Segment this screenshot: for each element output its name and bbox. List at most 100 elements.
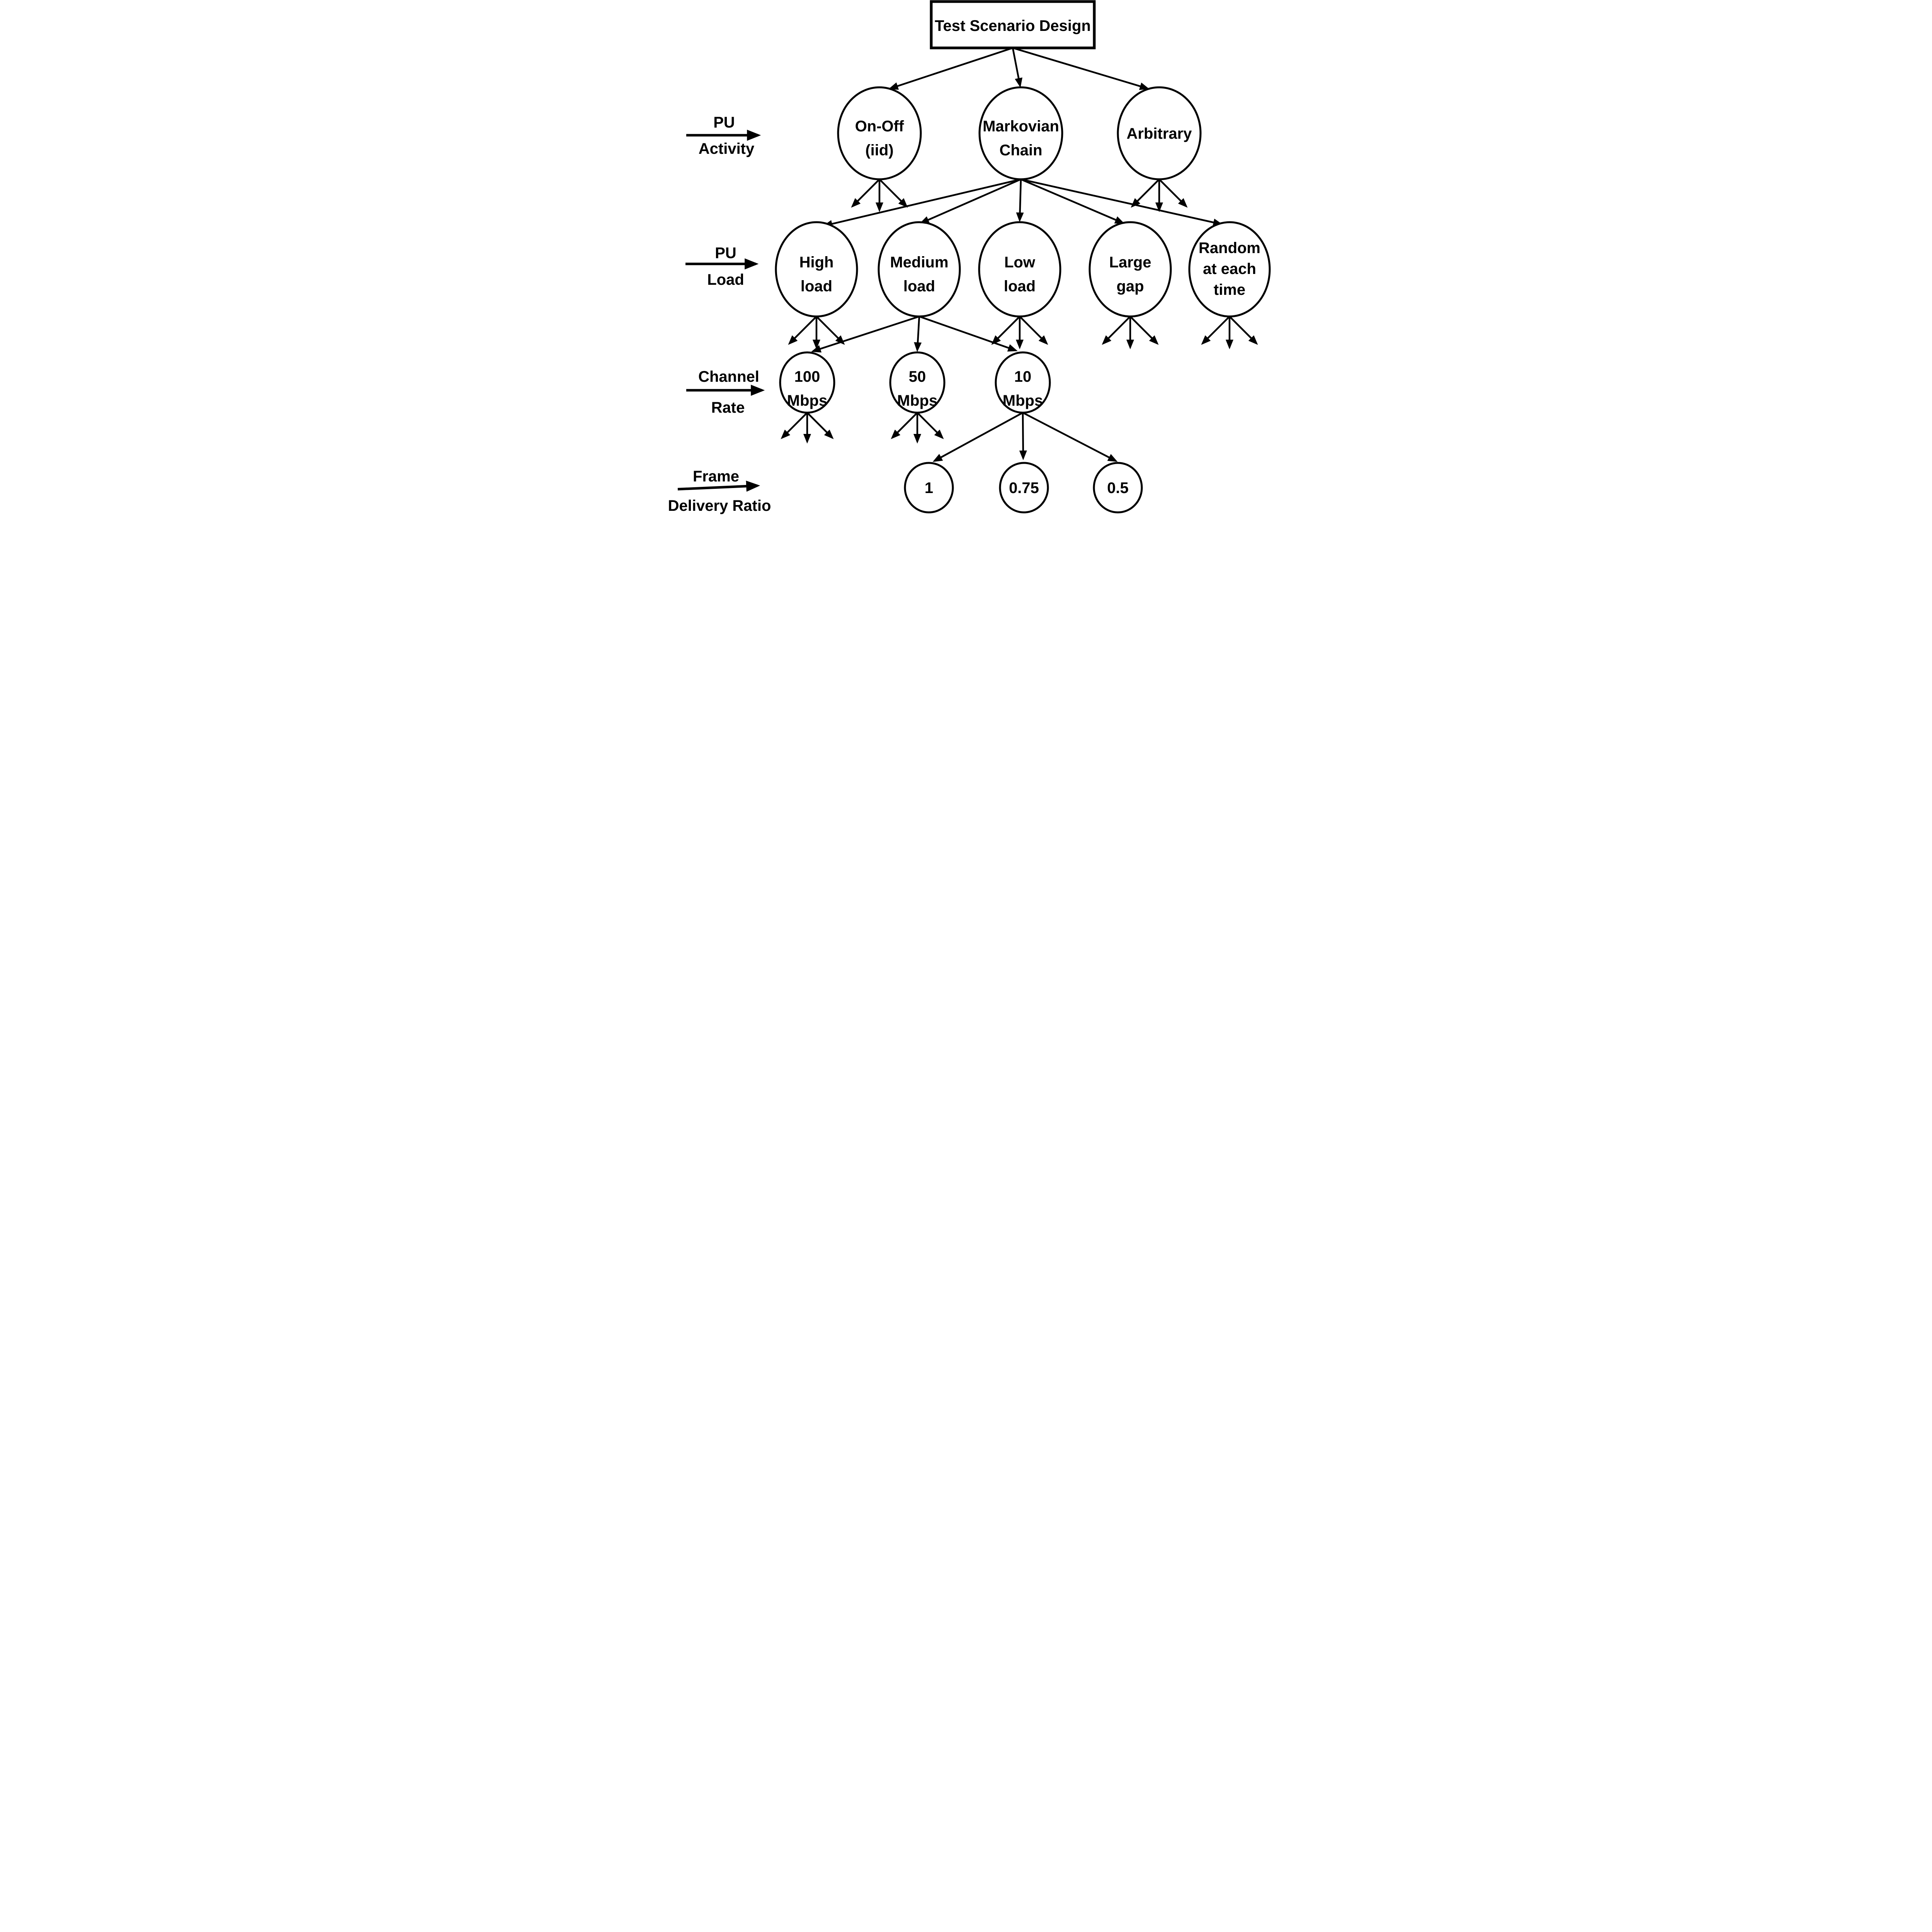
fdr-arrow-icon xyxy=(677,480,760,492)
markovian-line2: Chain xyxy=(999,142,1042,159)
large-gap-line2: gap xyxy=(1116,278,1144,295)
node-fdr-05: 0.5 xyxy=(1093,462,1143,514)
node-fdr-075: 0.75 xyxy=(999,462,1049,514)
level-label-pu-activity: PU Activity xyxy=(686,114,761,157)
fan-arrow xyxy=(1101,316,1131,345)
arbitrary-line1: Arbitrary xyxy=(1126,125,1192,142)
fdr-05-line1: 0.5 xyxy=(1107,480,1129,497)
node-fdr-1: 1 xyxy=(904,462,954,514)
random-line1: Random xyxy=(1199,240,1260,257)
pu-activity-line2: Activity xyxy=(698,140,754,157)
node-markovian-chain: Markovian Chain xyxy=(978,86,1063,180)
edge-markovian-to-random xyxy=(1020,178,1223,226)
fan-arrows-low-load xyxy=(991,316,1048,349)
edges-markovian-to-level2 xyxy=(822,178,1223,228)
pu-load-line1: PU xyxy=(715,245,736,262)
fan-arrows-large-gap xyxy=(1101,316,1159,349)
edge-medium-to-50mbps xyxy=(913,316,922,352)
pu-activity-line1: PU xyxy=(713,114,735,131)
fdr-05-circle xyxy=(1093,462,1143,514)
edges-medium-to-level3 xyxy=(811,315,1018,353)
fan-arrow xyxy=(1201,316,1230,345)
edges-root-to-level1 xyxy=(888,47,1150,90)
node-50-mbps: 50 Mbps xyxy=(889,351,945,414)
low-load-line2: load xyxy=(1003,278,1035,295)
medium-load-line1: Medium xyxy=(890,254,948,271)
fan-arrows-on-off xyxy=(850,179,908,212)
edge-root-to-on-off xyxy=(888,47,1013,90)
100-mbps-line2: Mbps xyxy=(787,392,827,409)
fan-arrow xyxy=(991,316,1020,345)
fan-arrow xyxy=(890,412,918,439)
channel-rate-line2: Rate xyxy=(711,399,745,416)
random-line2: at each xyxy=(1203,260,1256,277)
fan-arrows-100-mbps xyxy=(780,412,834,444)
fan-arrows-high-load xyxy=(787,316,845,349)
fan-arrow xyxy=(1129,316,1159,345)
edge-markovian-to-low-load xyxy=(1016,179,1024,222)
medium-load-line2: load xyxy=(903,278,935,295)
edge-root-to-arbitrary xyxy=(1012,47,1150,90)
50-mbps-line1: 50 xyxy=(908,368,926,385)
fan-arrow xyxy=(1228,316,1258,345)
root-title: Test Scenario Design xyxy=(935,17,1091,34)
edge-medium-to-100mbps xyxy=(811,315,920,353)
node-medium-load: Medium load xyxy=(878,221,961,318)
level-label-channel-rate: Channel Rate xyxy=(686,368,765,416)
random-line3: time xyxy=(1213,281,1245,298)
fan-arrows-random xyxy=(1201,316,1258,349)
high-load-line1: High xyxy=(799,254,833,271)
50-mbps-line2: Mbps xyxy=(897,392,937,409)
markovian-line1: Markovian xyxy=(983,118,1059,135)
node-on-off: On-Off (iid) xyxy=(837,86,922,180)
on-off-line2: (iid) xyxy=(865,142,893,159)
edge-medium-to-10mbps xyxy=(918,315,1018,352)
low-load-line1: Low xyxy=(1004,254,1036,271)
fdr-075-circle xyxy=(999,462,1049,514)
fan-arrow xyxy=(815,316,845,345)
fan-arrow xyxy=(1158,179,1188,208)
large-gap-line1: Large xyxy=(1109,254,1151,271)
node-10-mbps: 10 Mbps xyxy=(995,351,1051,414)
fan-arrow xyxy=(916,412,944,439)
fdr-1-circle xyxy=(904,462,954,514)
edge-10mbps-to-fdr-1 xyxy=(932,412,1023,462)
node-random-at-each-time: Random at each time xyxy=(1188,221,1270,318)
tree-diagram-canvas: Test Scenario Design PU Activity On-Off … xyxy=(668,0,1270,514)
fan-arrows-arbitrary xyxy=(1130,179,1188,212)
10-mbps-line2: Mbps xyxy=(1002,392,1043,409)
test-scenario-design-diagram: Test Scenario Design PU Activity On-Off … xyxy=(660,0,1272,515)
fan-arrows-50-mbps xyxy=(890,412,944,444)
fan-arrow xyxy=(1130,179,1160,208)
edge-10mbps-to-fdr-05 xyxy=(1022,412,1117,462)
edge-markovian-to-large-gap xyxy=(1020,178,1125,224)
on-off-line1: On-Off xyxy=(855,118,904,135)
100-mbps-line1: 100 xyxy=(794,368,820,385)
node-low-load: Low load xyxy=(978,221,1061,318)
fan-arrow xyxy=(878,179,908,208)
fdr-line1: Frame xyxy=(692,468,739,485)
high-load-line2: load xyxy=(800,278,832,295)
fan-arrow xyxy=(1019,316,1048,345)
node-high-load: High load xyxy=(775,221,858,318)
edge-markovian-to-high-load xyxy=(822,178,1021,228)
edges-10mbps-to-level4 xyxy=(932,412,1117,462)
fan-arrow xyxy=(780,412,808,439)
node-arbitrary: Arbitrary xyxy=(1117,86,1201,180)
level-label-frame-delivery-ratio: Frame Delivery Ratio xyxy=(668,468,771,514)
fdr-075-line1: 0.75 xyxy=(1009,480,1039,497)
level-label-pu-load: PU Load xyxy=(685,245,759,288)
channel-rate-line1: Channel xyxy=(698,368,759,385)
node-large-gap: Large gap xyxy=(1088,221,1172,318)
fan-arrow xyxy=(806,412,834,439)
fdr-line2: Delivery Ratio xyxy=(668,497,771,514)
10-mbps-line1: 10 xyxy=(1014,368,1031,385)
fdr-1-line1: 1 xyxy=(924,480,933,497)
fan-arrow xyxy=(850,179,880,208)
node-100-mbps: 100 Mbps xyxy=(779,351,835,414)
root-node-test-scenario-design: Test Scenario Design xyxy=(930,0,1095,49)
edge-markovian-to-medium-load xyxy=(919,178,1021,224)
edge-root-to-markovian xyxy=(1012,48,1022,88)
fan-arrow xyxy=(787,316,817,345)
pu-load-line2: Load xyxy=(707,271,744,288)
